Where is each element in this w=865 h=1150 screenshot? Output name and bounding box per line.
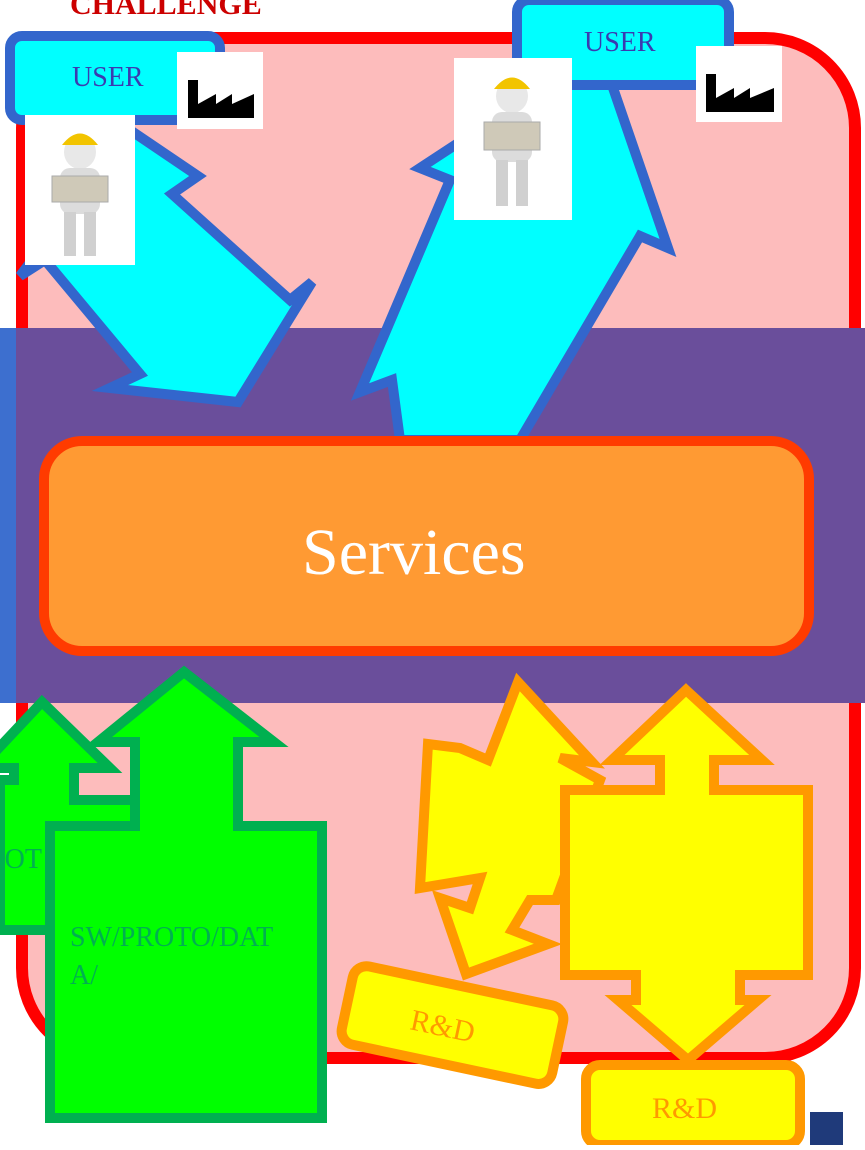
services-box xyxy=(39,436,814,656)
asset-label-main-2: A/ xyxy=(70,960,98,991)
user-label-right: USER xyxy=(584,27,656,58)
user-arrow-right xyxy=(350,42,677,445)
worker-icon-left xyxy=(25,115,135,265)
rnd-label-right: R&D xyxy=(652,1092,718,1125)
asset-label-partial: ROT xyxy=(0,844,42,875)
rnd-arrow-left xyxy=(414,672,607,981)
rnd-box-left xyxy=(336,961,569,1089)
factory-icon-right xyxy=(696,46,782,122)
worker-icon-right xyxy=(454,58,572,220)
user-label-left: USER xyxy=(72,62,144,93)
title-text: CHALLENGE xyxy=(70,0,262,21)
services-label: Services xyxy=(302,516,526,589)
asset-arrow-front xyxy=(45,665,327,1123)
band-left-edge xyxy=(0,328,16,703)
factory-icon-left xyxy=(177,52,263,129)
asset-label-main: SW/PROTO/DAT xyxy=(70,922,274,953)
corner-square xyxy=(810,1112,843,1145)
